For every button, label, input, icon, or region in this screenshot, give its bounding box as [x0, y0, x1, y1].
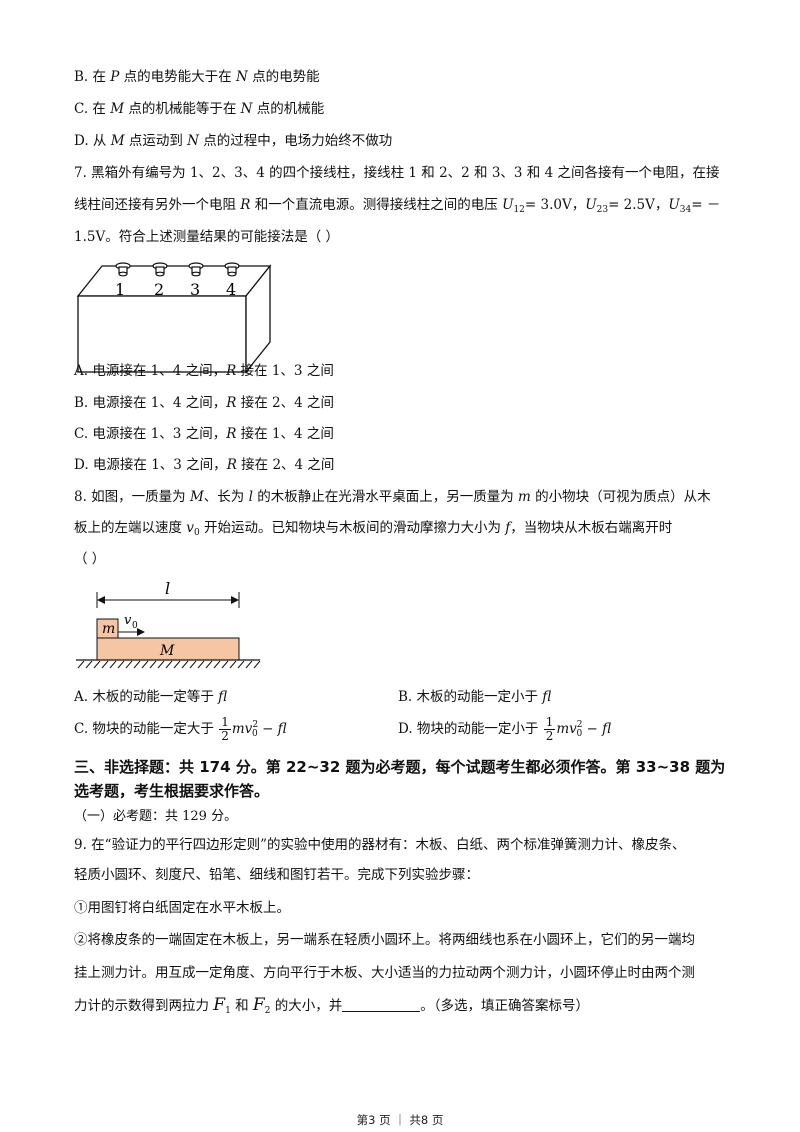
q7-option-b: B. 电源接在 1、4 之间，R 接在 2、4 之间 [74, 395, 334, 411]
svg-text:v: v [124, 613, 132, 628]
svg-text:m: m [102, 621, 115, 637]
svg-text:l: l [165, 579, 170, 598]
svg-text:M: M [159, 643, 175, 659]
q8-stem-line2: 板上的左端以速度 v0 开始运动。已知物块与木板间的滑动摩擦力大小为 f，当物块… [74, 520, 673, 538]
q9-step2-line1: ②将橡皮条的一端固定在木板上，另一端系在轻质小圆环上。将两细线也系在小圆环上，它… [74, 932, 695, 948]
q6-option-d: D. 从 M 点运动到 N 点的过程中，电场力始终不做功 [74, 133, 393, 149]
q6-option-b: B. 在 P 点的电势能大于在 N 点的电势能 [74, 69, 320, 85]
q9-step1: ①用图钉将白纸固定在水平木板上。 [74, 900, 290, 916]
q9-step2-line3: 力计的示数得到两拉力 F1 和 F2 的大小，并。（多选，填正确答案标号） [74, 995, 589, 1016]
q7-option-c: C. 电源接在 1、3 之间，R 接在 1、4 之间 [74, 426, 334, 442]
q7-stem-line1: 7. 黑箱外有编号为 1、2、3、4 的四个接线柱，接线柱 1 和 2、2 和 … [74, 165, 720, 181]
answer-blank[interactable] [342, 999, 421, 1012]
terminal-post [224, 262, 240, 277]
terminal-post [152, 262, 168, 277]
section3-heading-line2: 选考题，考生根据要求作答。 [74, 782, 270, 800]
q8-stem-line1: 8. 如图，一质量为 M、长为 l 的木板静止在光滑水平桌面上，另一质量为 m … [74, 489, 711, 505]
q9-step2-line2: 挂上测力计。用互成一定角度、方向平行于木板、大小适当的力拉动两个测力计，小圆环停… [74, 965, 695, 981]
q8-option-b: B. 木板的动能一定小于 fl [398, 689, 552, 705]
board-block-figure: l m v 0 M [76, 579, 261, 669]
q6-option-c: C. 在 M 点的机械能等于在 N 点的机械能 [74, 101, 325, 117]
q7-option-d: D. 电源接在 1、3 之间，R 接在 2、4 之间 [74, 457, 335, 473]
page-footer: 第3 页 ｜ 共8 页 [356, 1113, 444, 1127]
q7-stem-line2: 线柱间还接有另外一个电阻 R 和一个直流电源。测得接线柱之间的电压 U12= 3… [74, 197, 721, 215]
svg-text:0: 0 [132, 621, 138, 631]
black-box-figure: 1 2 3 4 [76, 262, 272, 374]
q8-option-a: A. 木板的动能一定等于 fl [74, 689, 228, 705]
q9-stem-line2: 轻质小圆环、刻度尺、铅笔、细线和图钉若干。完成下列实验步骤： [74, 867, 479, 883]
section3-heading-line1: 三、非选择题：共 174 分。第 22~32 题为必考题，每个试题考生都必须作答… [74, 758, 726, 776]
q7-option-a: A. 电源接在 1、4 之间，R 接在 1、3 之间 [74, 363, 334, 379]
terminal-label: 1 [115, 280, 125, 299]
section3-subheading: （一）必考题：共 129 分。 [74, 809, 238, 824]
terminal-post [115, 262, 131, 277]
q9-stem-line1: 9. 在“验证力的平行四边形定则”的实验中使用的器材有：木板、白纸、两个标准弹簧… [74, 837, 686, 853]
terminal-post [188, 262, 204, 277]
q8-stem-line3: （ ） [74, 551, 106, 567]
q7-stem-line3: 1.5V。符合上述测量结果的可能接法是（ ） [74, 229, 340, 245]
terminal-label: 2 [154, 280, 164, 299]
terminal-label: 4 [226, 280, 236, 299]
terminal-label: 3 [190, 280, 200, 299]
